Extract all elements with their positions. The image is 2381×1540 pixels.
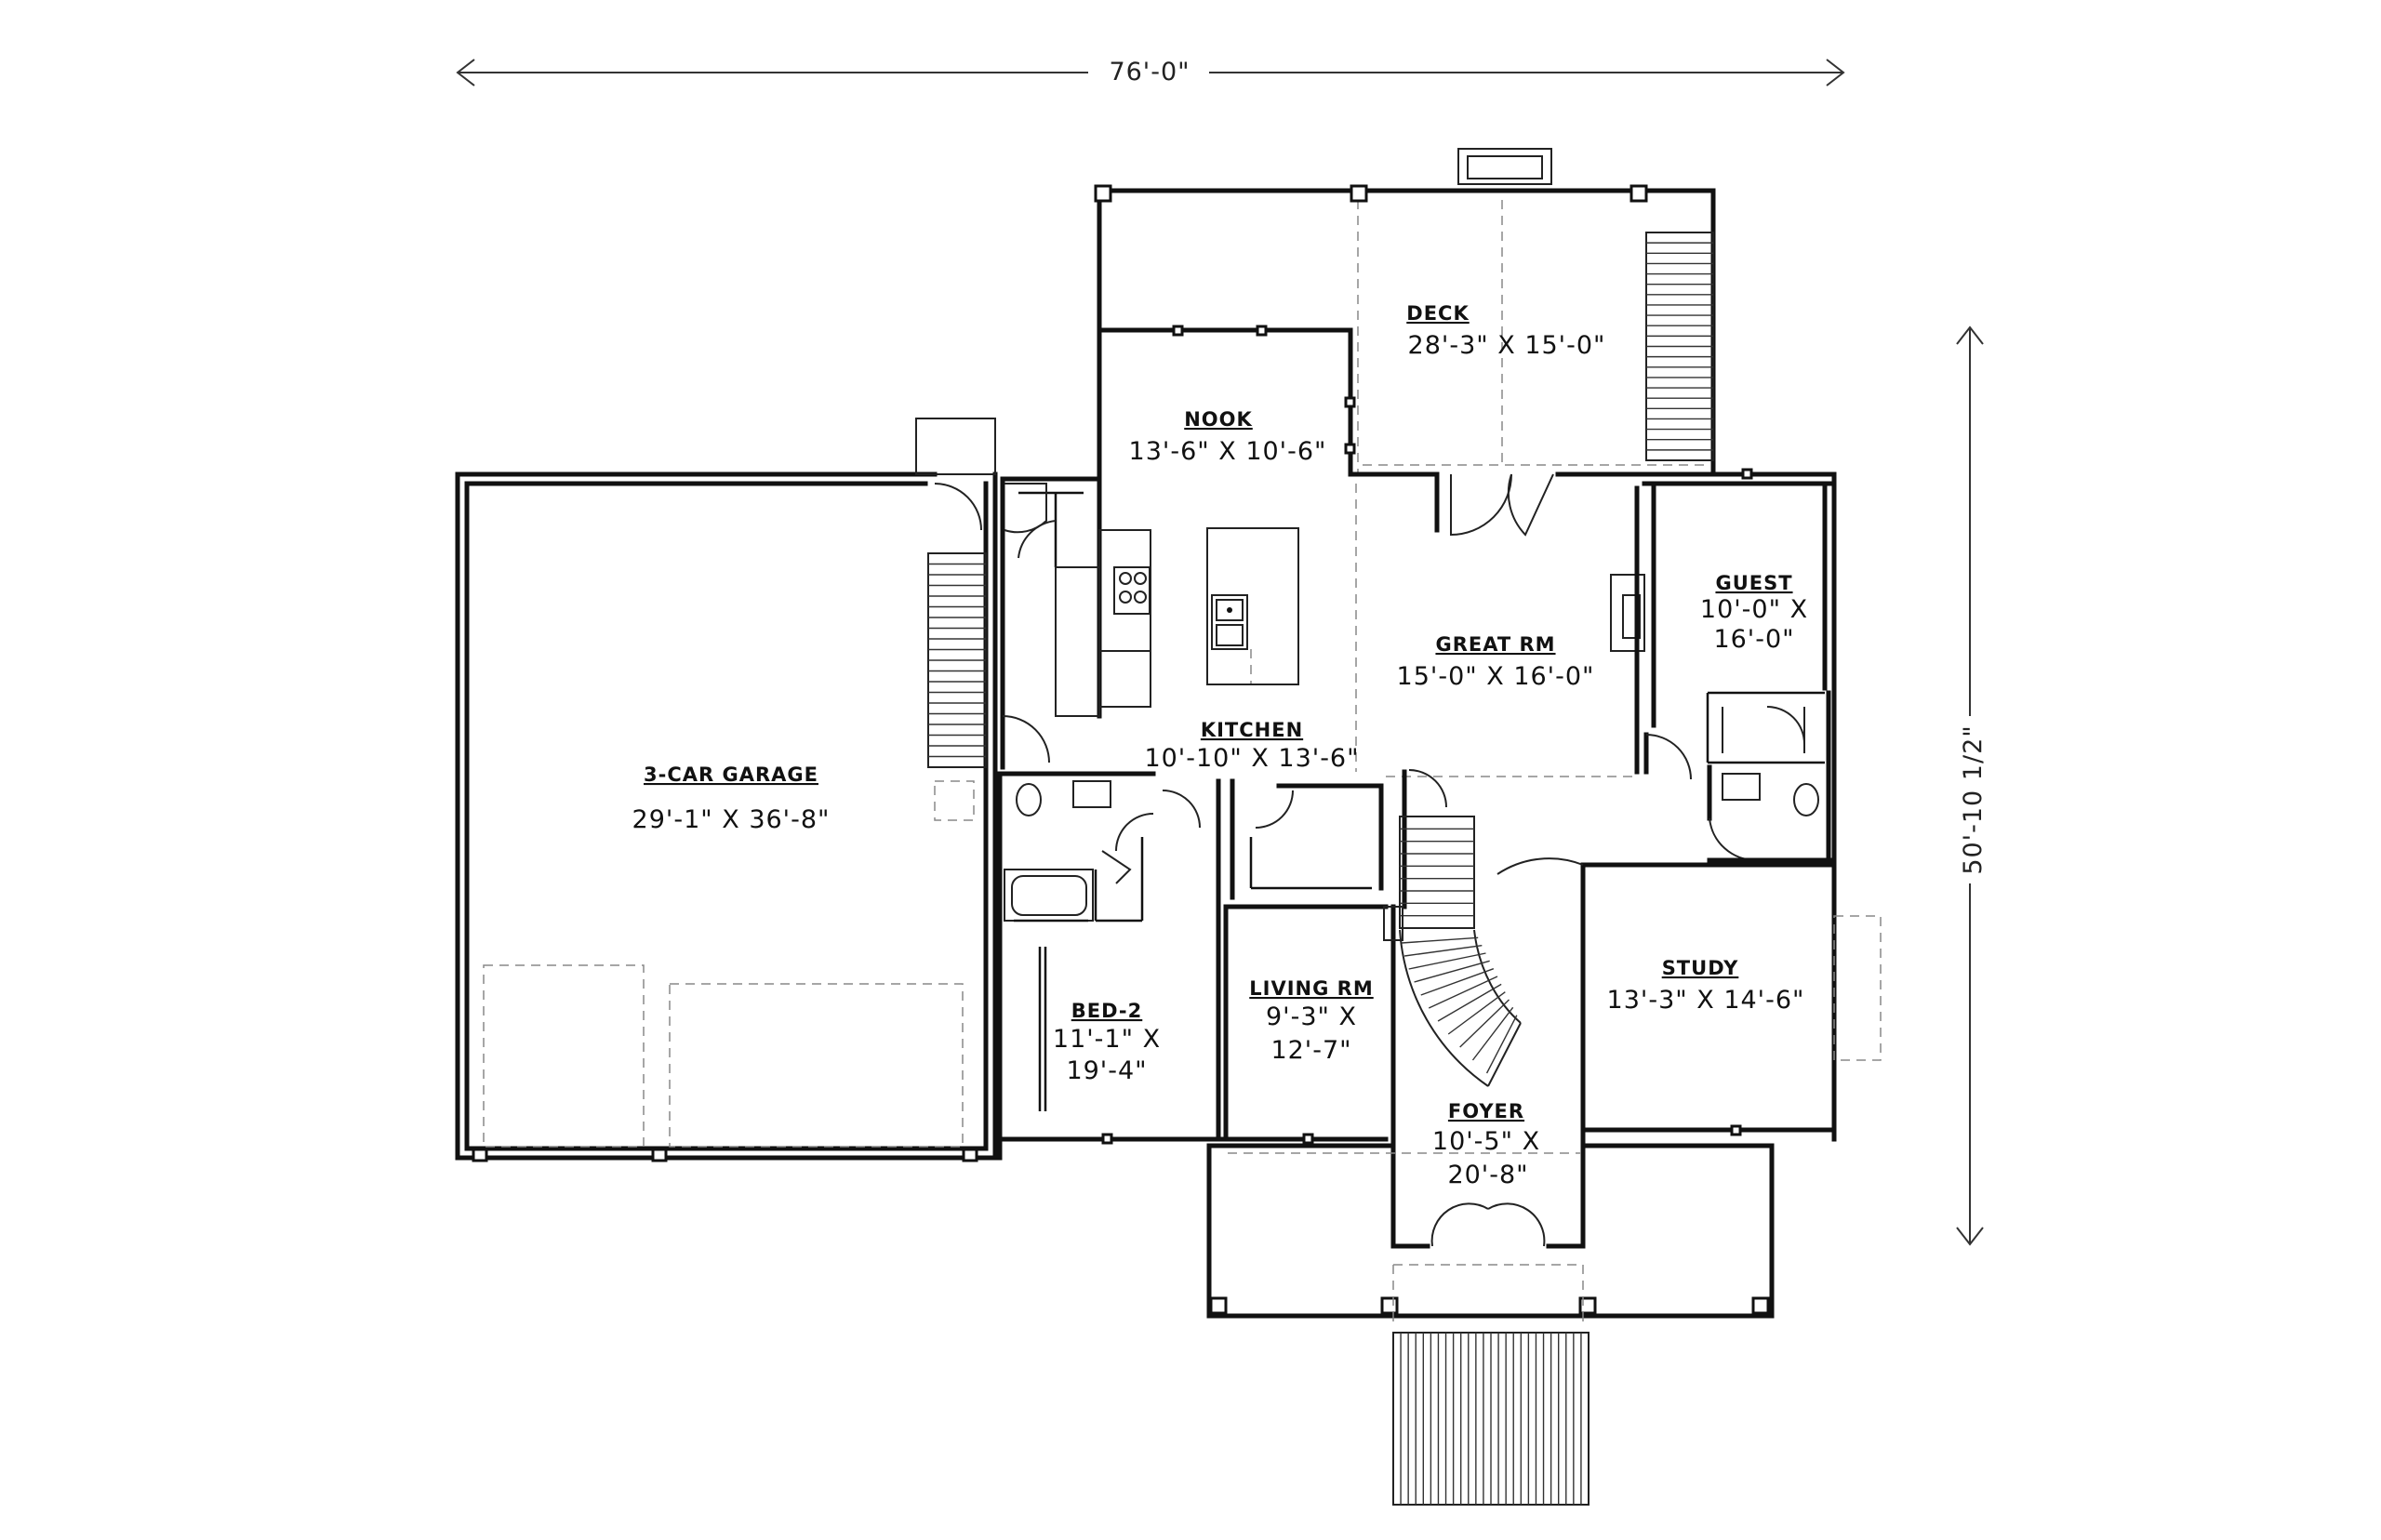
guest-label: GUEST bbox=[1715, 572, 1792, 594]
width-dimension-label: 76'-0" bbox=[1109, 58, 1190, 86]
width-dimension: 76'-0" bbox=[456, 54, 1845, 86]
great-room-size: 15'-0" X 16'-0" bbox=[1397, 662, 1595, 691]
stair-tread bbox=[1459, 999, 1510, 1048]
foyer bbox=[1228, 769, 1586, 1266]
front-porch bbox=[1206, 1143, 1775, 1506]
kitchen-island bbox=[1206, 527, 1299, 685]
bed2-label: BED-2 bbox=[1071, 1000, 1143, 1022]
guest-size-line2: 16'-0" bbox=[1713, 625, 1794, 654]
stair-tread bbox=[1414, 960, 1490, 983]
kitchen bbox=[1000, 476, 1357, 772]
stair-tread bbox=[1404, 944, 1483, 957]
deck-label: DECK bbox=[1406, 302, 1469, 325]
foyer-size-line1: 10'-5" X bbox=[1432, 1127, 1540, 1156]
stair-tread bbox=[1408, 952, 1486, 970]
living-room-size-line1: 9'-3" X bbox=[1266, 1002, 1357, 1031]
nook-size: 13'-6" X 10'-6" bbox=[1129, 437, 1327, 466]
living-room-label: LIVING RM bbox=[1249, 977, 1373, 1000]
bed2-size-line1: 11'-1" X bbox=[1053, 1025, 1161, 1054]
depth-dimension-label: 50'-10 1/2" bbox=[1959, 724, 1988, 874]
nook bbox=[1097, 325, 1356, 714]
stair-tread bbox=[1428, 976, 1498, 1009]
nook-label: NOOK bbox=[1184, 408, 1253, 431]
stair-tread bbox=[1420, 968, 1495, 996]
deck-stair bbox=[1645, 232, 1714, 461]
kitchen-label: KITCHEN bbox=[1201, 719, 1303, 741]
garage-label: 3-CAR GARAGE bbox=[644, 763, 818, 786]
study bbox=[1496, 857, 1882, 1142]
deck bbox=[1094, 148, 1716, 474]
garage-stair bbox=[927, 552, 987, 768]
foyer-label: FOYER bbox=[1448, 1100, 1524, 1122]
bed-2 bbox=[988, 778, 1230, 1161]
stair-tread bbox=[1401, 936, 1479, 944]
depth-dimension: 50'-10 1/2" bbox=[1951, 325, 1989, 1246]
stair-tread bbox=[1447, 991, 1506, 1035]
deck-size: 28'-3" X 15'-0" bbox=[1408, 331, 1606, 360]
garage bbox=[455, 418, 1050, 1162]
bed2-bath bbox=[997, 771, 1201, 1142]
guest-room bbox=[1642, 481, 1837, 863]
stair-tread bbox=[1437, 983, 1502, 1022]
room-labels: DECK 28'-3" X 15'-0" NOOK 13'-6" X 10'-6… bbox=[632, 302, 1808, 1189]
kitchen-size: 10'-10" X 13'-6" bbox=[1144, 744, 1359, 773]
stair-tread bbox=[1471, 1006, 1514, 1061]
front-stair bbox=[1392, 1332, 1590, 1506]
study-size: 13'-3" X 14'-6" bbox=[1607, 986, 1805, 1015]
great-room-label: GREAT RM bbox=[1435, 633, 1555, 656]
foyer-size-line2: 20'-8" bbox=[1447, 1161, 1528, 1189]
stair-tread bbox=[1485, 1015, 1518, 1074]
bed2-size-line2: 19'-4" bbox=[1066, 1056, 1147, 1085]
living-room-size-line2: 12'-7" bbox=[1270, 1036, 1351, 1065]
study-label: STUDY bbox=[1662, 957, 1739, 979]
great-room bbox=[1348, 468, 1837, 872]
foyer-stair bbox=[1383, 816, 1522, 1087]
guest-size-line1: 10'-0" X bbox=[1700, 595, 1808, 624]
garage-size: 29'-1" X 36'-8" bbox=[632, 805, 831, 834]
living-room bbox=[1223, 778, 1389, 1145]
